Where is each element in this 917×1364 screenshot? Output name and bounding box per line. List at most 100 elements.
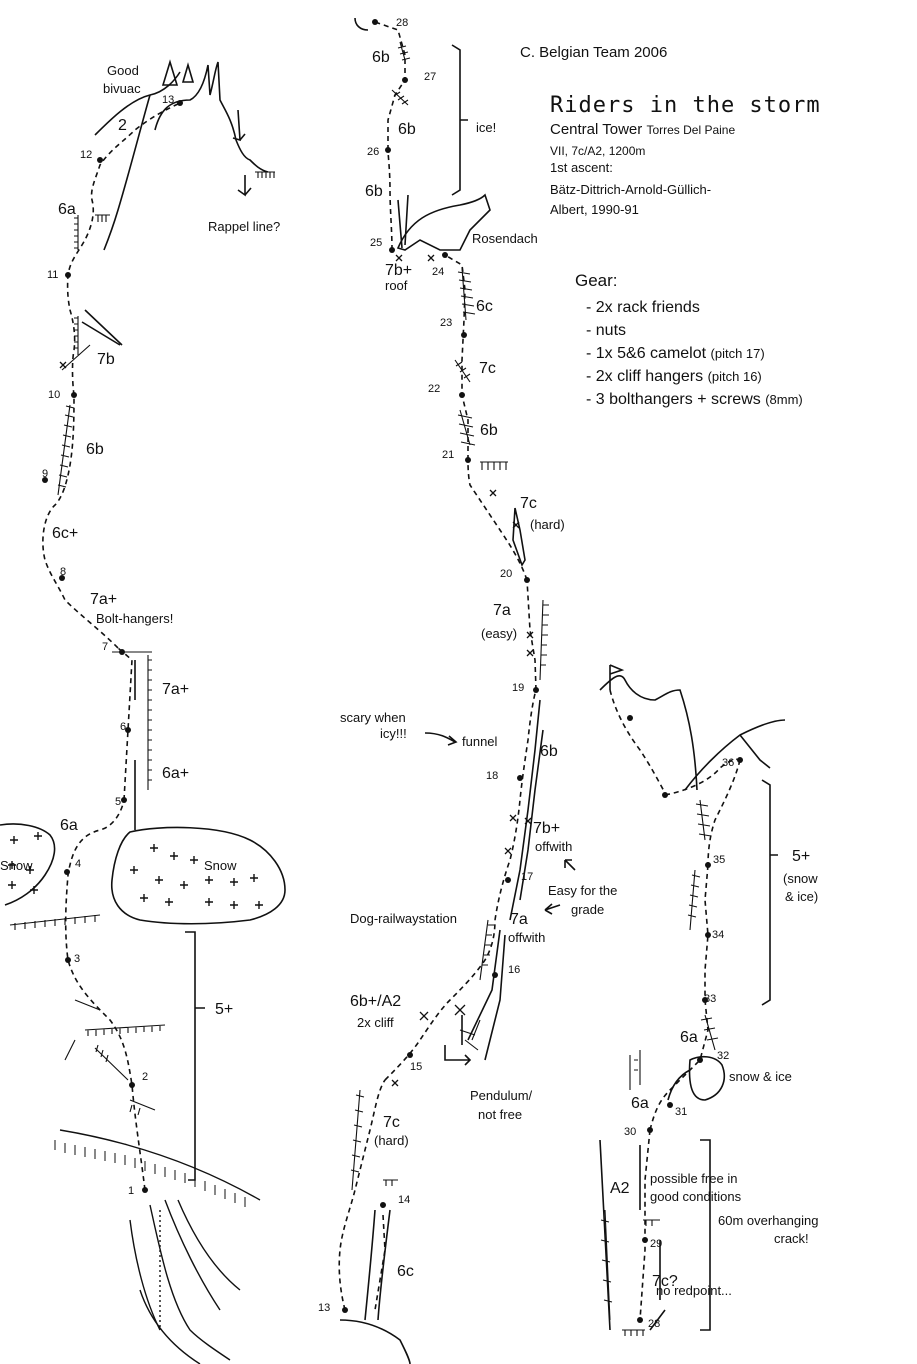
pitch-grade: 5+ (215, 1001, 233, 1018)
gear-item-note: (pitch 16) (707, 369, 762, 384)
gear-item: nuts (586, 319, 803, 342)
pitch-grade: 6b+/A2 (350, 993, 401, 1010)
route-title: Riders in the storm (550, 93, 821, 118)
pitch-grade: 7a (493, 602, 511, 619)
belay-number: 5 (115, 796, 121, 808)
pitch-grade: 6b (86, 441, 104, 458)
pitch-grade: 6b (480, 422, 498, 439)
snow-label-left: Snow (0, 858, 33, 873)
snow-label: Snow (204, 858, 237, 873)
pitch-grade: 7c? (652, 1273, 678, 1290)
gear-item-text: 2x rack friends (595, 299, 700, 316)
pitch-grade: 7b+ (533, 820, 560, 837)
pitch-grade: & ice) (785, 889, 818, 904)
gear-item: 3 bolthangers + screws (8mm) (586, 388, 803, 411)
arrows (424, 732, 576, 1066)
belay-number: 16 (508, 964, 520, 976)
right-features (599, 1055, 726, 1331)
belay-number: 3 (74, 953, 80, 965)
pitch-grade: 7b+ (385, 262, 412, 279)
belay-number: 25 (370, 237, 382, 249)
belay-number: 4 (75, 858, 81, 870)
belay-number: 28 (396, 17, 408, 29)
middle-route-solid (339, 17, 544, 1364)
belay-number: 27 (424, 71, 436, 83)
gear-item-note: (pitch 17) (710, 346, 765, 361)
snow-ice-note: snow & ice (729, 1069, 792, 1084)
pitch-grade: 6a (60, 817, 78, 834)
redpoint-note: no redpoint... (656, 1283, 732, 1298)
pitch-grade: (hard) (374, 1133, 409, 1148)
dog-railway-note: Dog-railwaystation (350, 911, 457, 926)
gear-list: 2x rack friends nuts 1x 5&6 camelot (pit… (586, 296, 803, 411)
area-name: Torres Del Paine (646, 123, 736, 137)
belay-number: 20 (500, 568, 512, 580)
bracket-ice (451, 44, 468, 196)
belay-number: 28 (648, 1318, 660, 1330)
pitch-grade: 6a (680, 1029, 698, 1046)
belay-number: 34 (712, 929, 724, 941)
belay-number: 10 (48, 389, 60, 401)
pitch-grades: 2 6a 7b 6b 6c+ 7a+ 7a+ 6a+ 6a 5+ 6b 6b 6… (52, 49, 818, 1290)
belay-number: 18 (486, 770, 498, 782)
belay-numbers: 1 2 3 4 5 6 7 8 9 10 11 12 13 13 14 15 1… (42, 17, 734, 1330)
left-lower-slabs (54, 1129, 261, 1364)
pitch-grade: 7c (383, 1114, 400, 1131)
snow-crosses (8, 832, 263, 909)
scary-note: scary when (340, 710, 406, 725)
pitch-grade: A2 (610, 1180, 630, 1197)
belay-number: 29 (650, 1238, 662, 1250)
route-location: Central Tower Torres Del Paine (550, 121, 735, 138)
belay-number: 14 (398, 1194, 410, 1206)
belay-number: 33 (704, 993, 716, 1005)
pitch-grade: 6b (540, 743, 558, 760)
bolt-hangers-note: Bolt-hangers! (96, 611, 173, 626)
belay-number: 30 (624, 1126, 636, 1138)
tower-name: Central Tower (550, 121, 643, 138)
pitch-grade: 6b (365, 183, 383, 200)
bivouac-note: bivuac (103, 81, 141, 96)
pitch-grade: 6c (397, 1263, 414, 1280)
route-stats: VII, 7c/A2, 1200m (550, 144, 646, 158)
gear-item-text: 3 bolthangers + screws (595, 391, 761, 408)
ascent-name-line: Bätz-Dittrich-Arnold-Güllich- (550, 182, 712, 197)
pendulum-note: Pendulum/ (470, 1088, 533, 1103)
belay-number: 15 (410, 1061, 422, 1073)
belay-number: 24 (432, 266, 444, 278)
route-notes: Good bivuac Rappel line? Bolt-hangers! S… (0, 63, 818, 1298)
belay-number: 12 (80, 149, 92, 161)
pitch-grade: 6a+ (162, 765, 189, 782)
credit-line: C. Belgian Team 2006 (520, 44, 668, 61)
pitch-grade: offwith (508, 930, 545, 945)
pitch-grade: 7a+ (90, 591, 117, 608)
free-note: good conditions (650, 1189, 742, 1204)
left-summit-rock (154, 59, 269, 197)
first-ascent-names: Bätz-Dittrich-Arnold-Güllich- Albert, 19… (550, 180, 711, 220)
gear-item-text: nuts (595, 322, 627, 339)
pitch-grade: 5+ (792, 848, 810, 865)
pitch-grade: 7c (520, 495, 537, 512)
pendulum-note: not free (478, 1107, 522, 1122)
belay-number: 32 (717, 1050, 729, 1062)
pitch-grade: 6a (58, 201, 76, 218)
pitch-grade: 2 (118, 117, 127, 134)
bivouac-note: Good (107, 63, 139, 78)
rappel-note: Rappel line? (208, 219, 280, 234)
scary-note: icy!!! (380, 726, 407, 741)
gear-item: 2x cliff hangers (pitch 16) (586, 365, 803, 388)
free-note: possible free in (650, 1171, 737, 1186)
gear-item-text: 1x 5&6 camelot (595, 345, 707, 362)
pitch-grade: 7a+ (162, 681, 189, 698)
pitch-grade: (easy) (481, 626, 517, 641)
belay-number: 22 (428, 383, 440, 395)
funnel-note: funnel (462, 734, 498, 749)
gear-title: Gear: (575, 271, 618, 290)
bolt-markers (59, 254, 534, 1087)
pitch-grade: 6b (372, 49, 390, 66)
pitch-grade: 6c+ (52, 525, 78, 542)
belay-number: 13 (318, 1302, 330, 1314)
left-snow-patches (0, 823, 286, 925)
belay-number: 13 (162, 94, 174, 106)
belay-number: 36 (722, 757, 734, 769)
belay-dots (42, 19, 743, 1323)
